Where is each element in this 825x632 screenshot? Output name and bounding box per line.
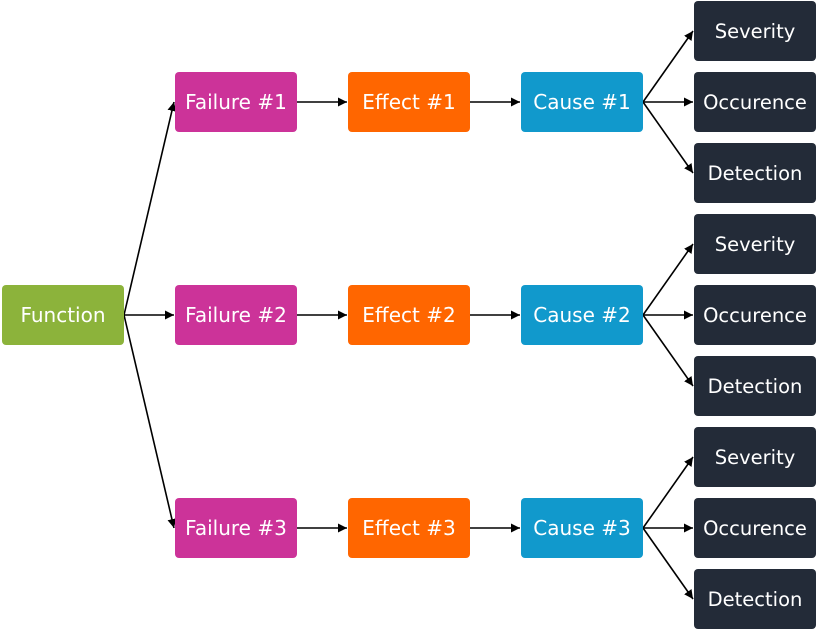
arrow-cause-to-rating-2-3 [642,314,694,387]
function-node: Function [2,285,124,345]
cause-node-1: Cause #1 [521,72,643,132]
effect-node-2: Effect #2 [348,285,470,345]
failure-node-1: Failure #1 [175,72,297,132]
arrow-cause-to-rating-1-3 [642,101,694,174]
severity-node-3: Severity [694,427,816,487]
detection-node-2: Detection [694,356,816,416]
failure-node-2: Failure #2 [175,285,297,345]
severity-node-1: Severity [694,1,816,61]
arrow-function-to-failure-1 [123,101,177,316]
arrow-cause-to-rating-1-1 [642,30,694,103]
effect-node-1: Effect #1 [348,72,470,132]
failure-node-3: Failure #3 [175,498,297,558]
effect-node-3: Effect #3 [348,498,470,558]
occurence-node-2: Occurence [694,285,816,345]
arrow-cause-to-rating-3-1 [642,456,694,529]
cause-node-3: Cause #3 [521,498,643,558]
arrow-cause-to-rating-2-1 [642,243,694,316]
detection-node-1: Detection [694,143,816,203]
arrow-cause-to-rating-3-3 [642,527,694,600]
cause-node-2: Cause #2 [521,285,643,345]
occurence-node-3: Occurence [694,498,816,558]
occurence-node-1: Occurence [694,72,816,132]
detection-node-3: Detection [694,569,816,629]
severity-node-2: Severity [694,214,816,274]
arrow-function-to-failure-3 [123,314,177,529]
